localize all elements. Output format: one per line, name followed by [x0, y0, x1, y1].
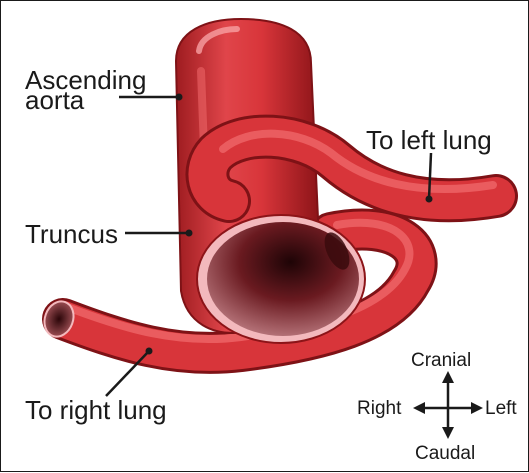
leader-dot-left-lung [426, 196, 433, 203]
compass-label-right: Right [357, 399, 401, 418]
arrow-up-icon [442, 371, 454, 383]
arrow-left-icon [413, 402, 425, 414]
compass-label-caudal: Caudal [415, 444, 475, 463]
leader-dot-truncus [186, 230, 193, 237]
label-to-left-lung: To left lung [366, 127, 492, 153]
compass-label-left: Left [485, 399, 517, 418]
arrow-right-icon [471, 402, 483, 414]
compass-label-cranial: Cranial [411, 351, 471, 370]
truncus-lumen [197, 215, 365, 343]
label-ascending-aorta-line2: aorta [25, 87, 84, 113]
leader-dot-right-lung [146, 348, 153, 355]
orientation-compass [413, 371, 483, 439]
label-to-right-lung: To right lung [25, 397, 167, 423]
leader-dot-ascending-aorta [176, 94, 183, 101]
arrow-down-icon [442, 427, 454, 439]
label-truncus: Truncus [25, 221, 118, 247]
